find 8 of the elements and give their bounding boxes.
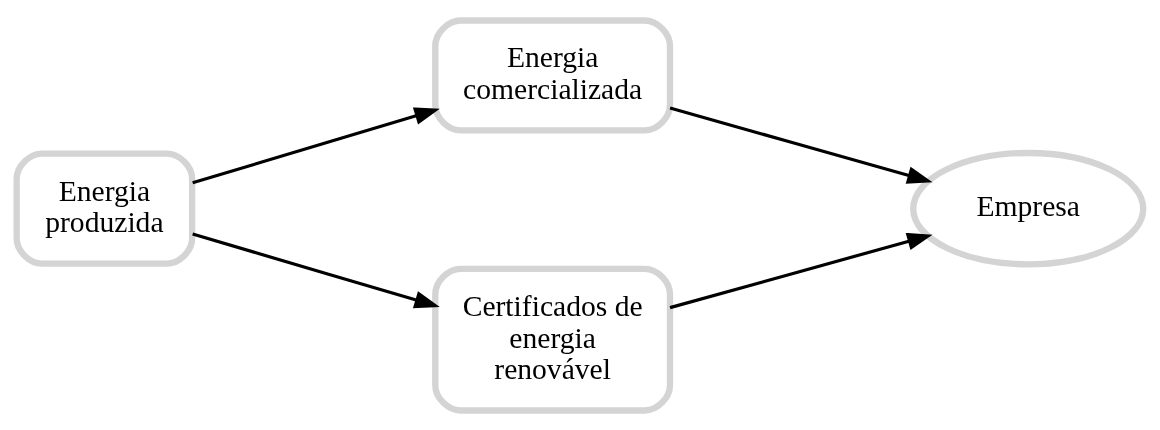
node-box: Energia comercializada	[432, 16, 674, 134]
arrow	[192, 232, 440, 308]
node-box: Certificados de energia renovável	[432, 265, 674, 414]
node-box: Energia produzida	[13, 150, 196, 267]
arrow	[669, 106, 933, 184]
arrow	[192, 106, 440, 184]
arrow	[669, 232, 933, 309]
node-ellipse: Empresa	[910, 149, 1147, 267]
